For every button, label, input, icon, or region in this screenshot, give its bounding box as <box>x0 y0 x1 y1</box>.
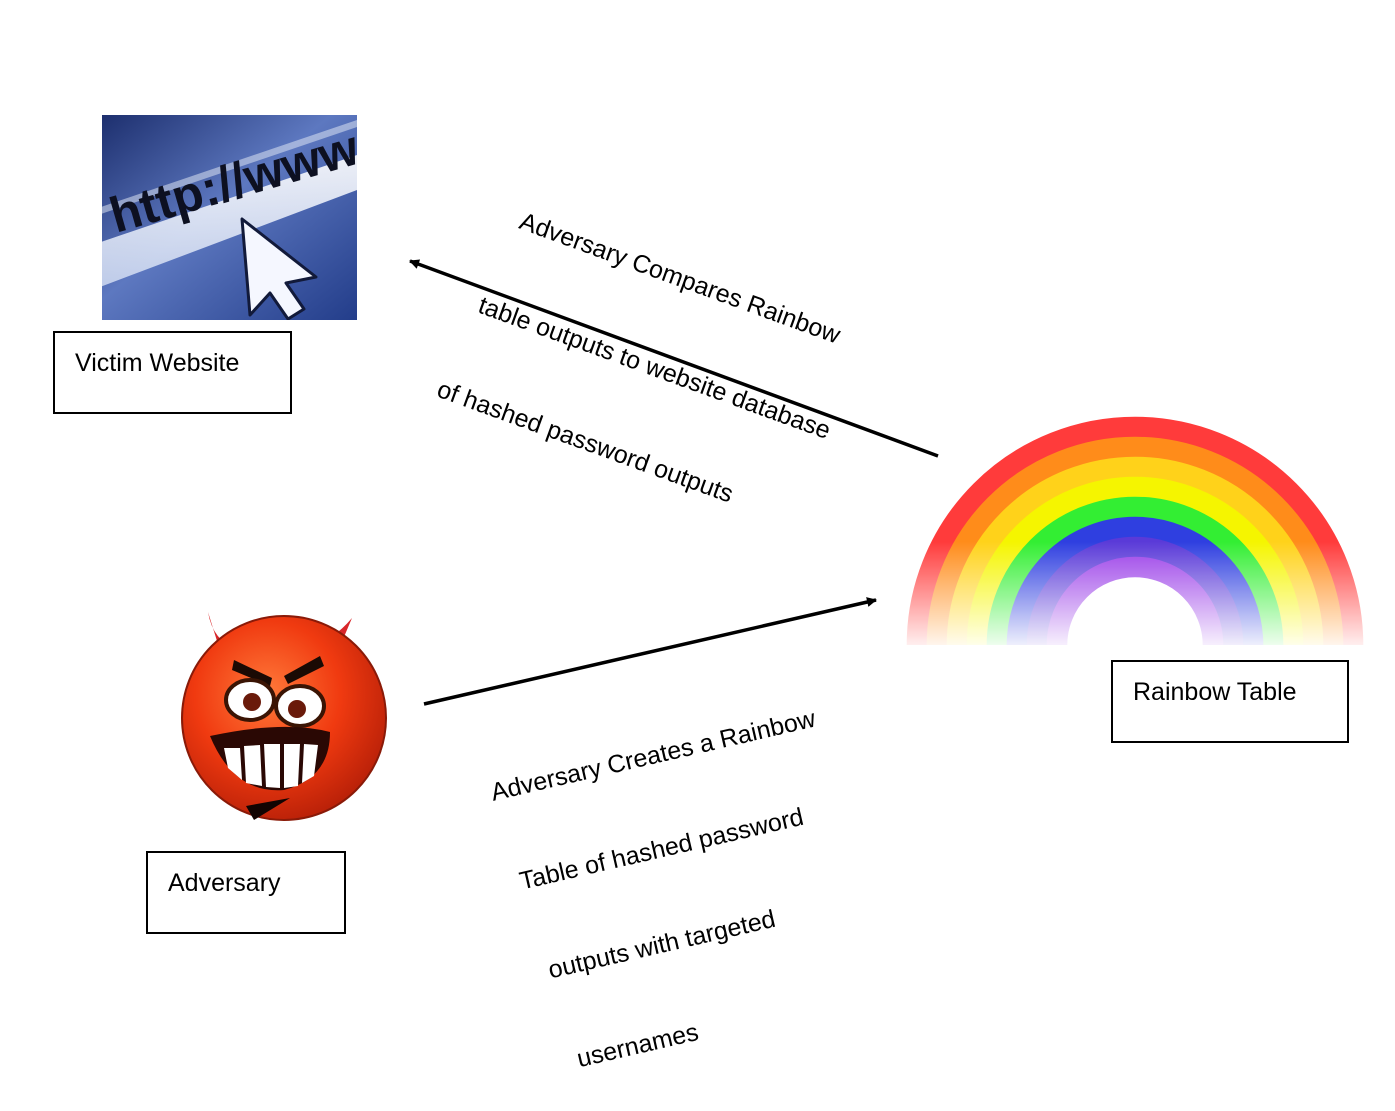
rainbow-icon <box>905 415 1365 645</box>
connector-arrows <box>409 259 939 706</box>
cursor-arrow-icon <box>240 217 318 320</box>
goatee-icon <box>246 798 290 820</box>
caption-line: outputs with targeted <box>545 904 779 985</box>
victim-website-label-text: Victim Website <box>75 349 240 377</box>
caption-line: Adversary Creates a Rainbow <box>488 704 819 807</box>
devil-smiley-icon <box>181 612 387 821</box>
caption-line: usernames <box>574 1018 702 1074</box>
rainbow-table-label: Rainbow Table <box>1111 660 1349 743</box>
victim-website-label: Victim Website <box>53 331 292 414</box>
rainbow-table-label-text: Rainbow Table <box>1133 678 1297 706</box>
adversary-label-text: Adversary <box>168 869 281 897</box>
adversary-label: Adversary <box>146 851 346 934</box>
browser-url-cursor-icon: http://www <box>102 115 357 320</box>
caption-line: Table of hashed password <box>516 802 807 896</box>
arrow-rainbow-to-website <box>409 259 939 458</box>
arrow-adversary-to-rainbow <box>423 597 877 706</box>
